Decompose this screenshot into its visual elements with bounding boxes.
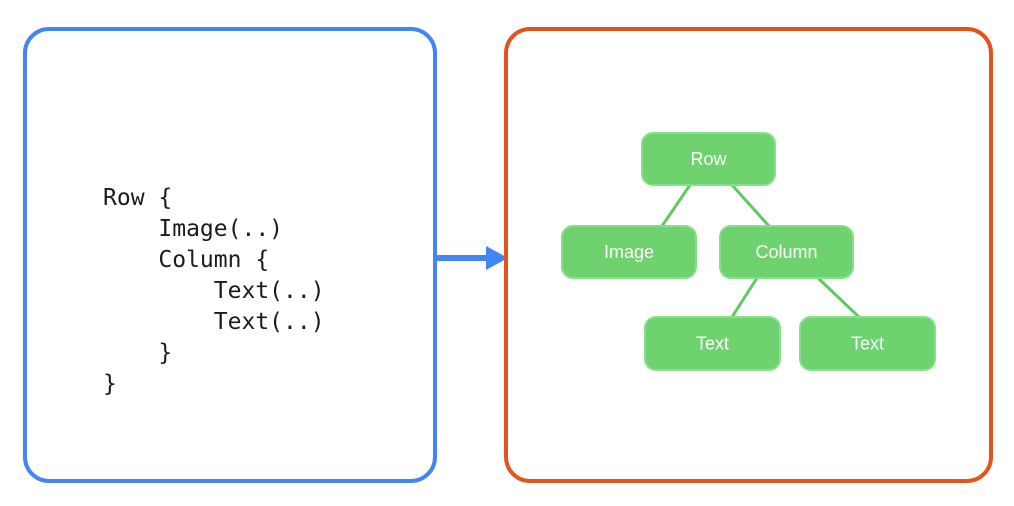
tree-node-label-row: Row — [690, 149, 727, 169]
tree-node-box-row — [641, 132, 776, 186]
tree-node-label-text2: Text — [851, 333, 884, 353]
tree-node-text1[interactable]: Text — [644, 316, 781, 371]
tree-node-image[interactable]: Image — [561, 225, 697, 279]
tree-node-label-column: Column — [755, 242, 817, 262]
tree-node-column[interactable]: Column — [719, 225, 854, 279]
tree-edge-column-text2 — [816, 276, 861, 319]
tree-node-box-text2 — [799, 316, 936, 371]
code-panel: Row { Image(..) Column { Text(..) Text(.… — [23, 27, 437, 483]
tree-edge-column-text1 — [730, 276, 759, 319]
tree-node-label-text1: Text — [696, 333, 729, 353]
tree-node-label-image: Image — [604, 242, 654, 262]
tree-edge-row-image — [660, 183, 692, 228]
tree-node-box-column — [719, 225, 854, 279]
tree-edge-row-column — [730, 183, 771, 228]
tree-node-row[interactable]: Row — [641, 132, 776, 186]
tree-node-box-text1 — [644, 316, 781, 371]
right-arrow-icon — [435, 246, 508, 270]
tree-node-box-image — [561, 225, 697, 279]
tree-edge-group — [660, 183, 861, 319]
arrow-head — [486, 246, 508, 270]
tree-node-text2[interactable]: Text — [799, 316, 936, 371]
layout-code-snippet: Row { Image(..) Column { Text(..) Text(.… — [103, 185, 325, 397]
